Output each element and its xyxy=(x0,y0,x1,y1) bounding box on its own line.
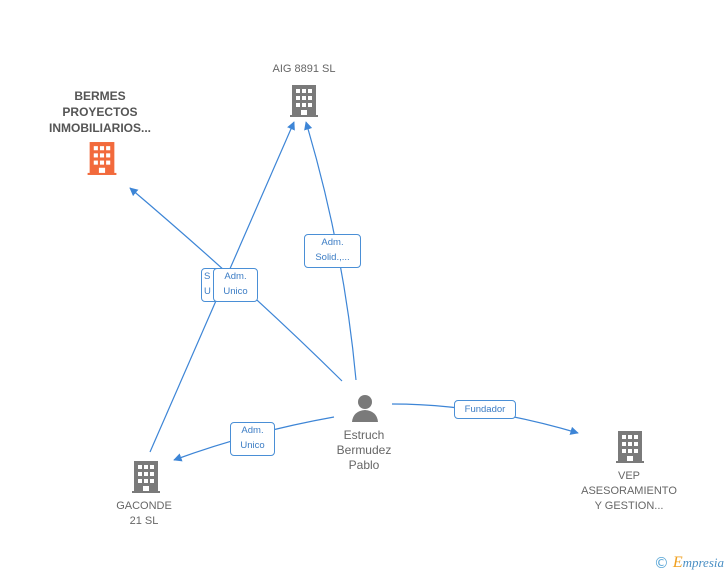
company-label-aig[interactable]: AIG 8891 SL xyxy=(272,63,336,75)
company-label-bermes[interactable]: BERMES PROYECTOS INMOBILIARIOS... xyxy=(49,89,151,135)
footer-brand: © Empresia xyxy=(654,554,724,572)
person-icon[interactable] xyxy=(350,393,380,423)
edge-label-to-aig: Adm. Solid.,... xyxy=(304,234,361,268)
edge-label-to-vep: Fundador xyxy=(454,400,516,419)
company-label-vep[interactable]: VEP ASESORAMIENTO Y GESTION... xyxy=(581,470,677,512)
building-icon[interactable] xyxy=(132,460,160,494)
company-label-gaconde[interactable]: GACONDE 21 SL xyxy=(116,500,172,527)
brand-logo[interactable]: Empresia xyxy=(673,554,724,572)
person-label[interactable]: Estruch Bermudez Pablo xyxy=(336,428,392,472)
edge-label-to-gaconde: Adm. Unico xyxy=(230,422,275,456)
building-icon[interactable] xyxy=(290,84,318,118)
edge-label-to-bermes: Adm. Unico xyxy=(213,268,258,302)
brand-name: mpresia xyxy=(682,555,724,570)
building-icon[interactable] xyxy=(87,141,117,176)
copyright-icon: © xyxy=(653,554,669,572)
building-icon[interactable] xyxy=(616,430,644,464)
brand-initial: E xyxy=(672,554,683,571)
